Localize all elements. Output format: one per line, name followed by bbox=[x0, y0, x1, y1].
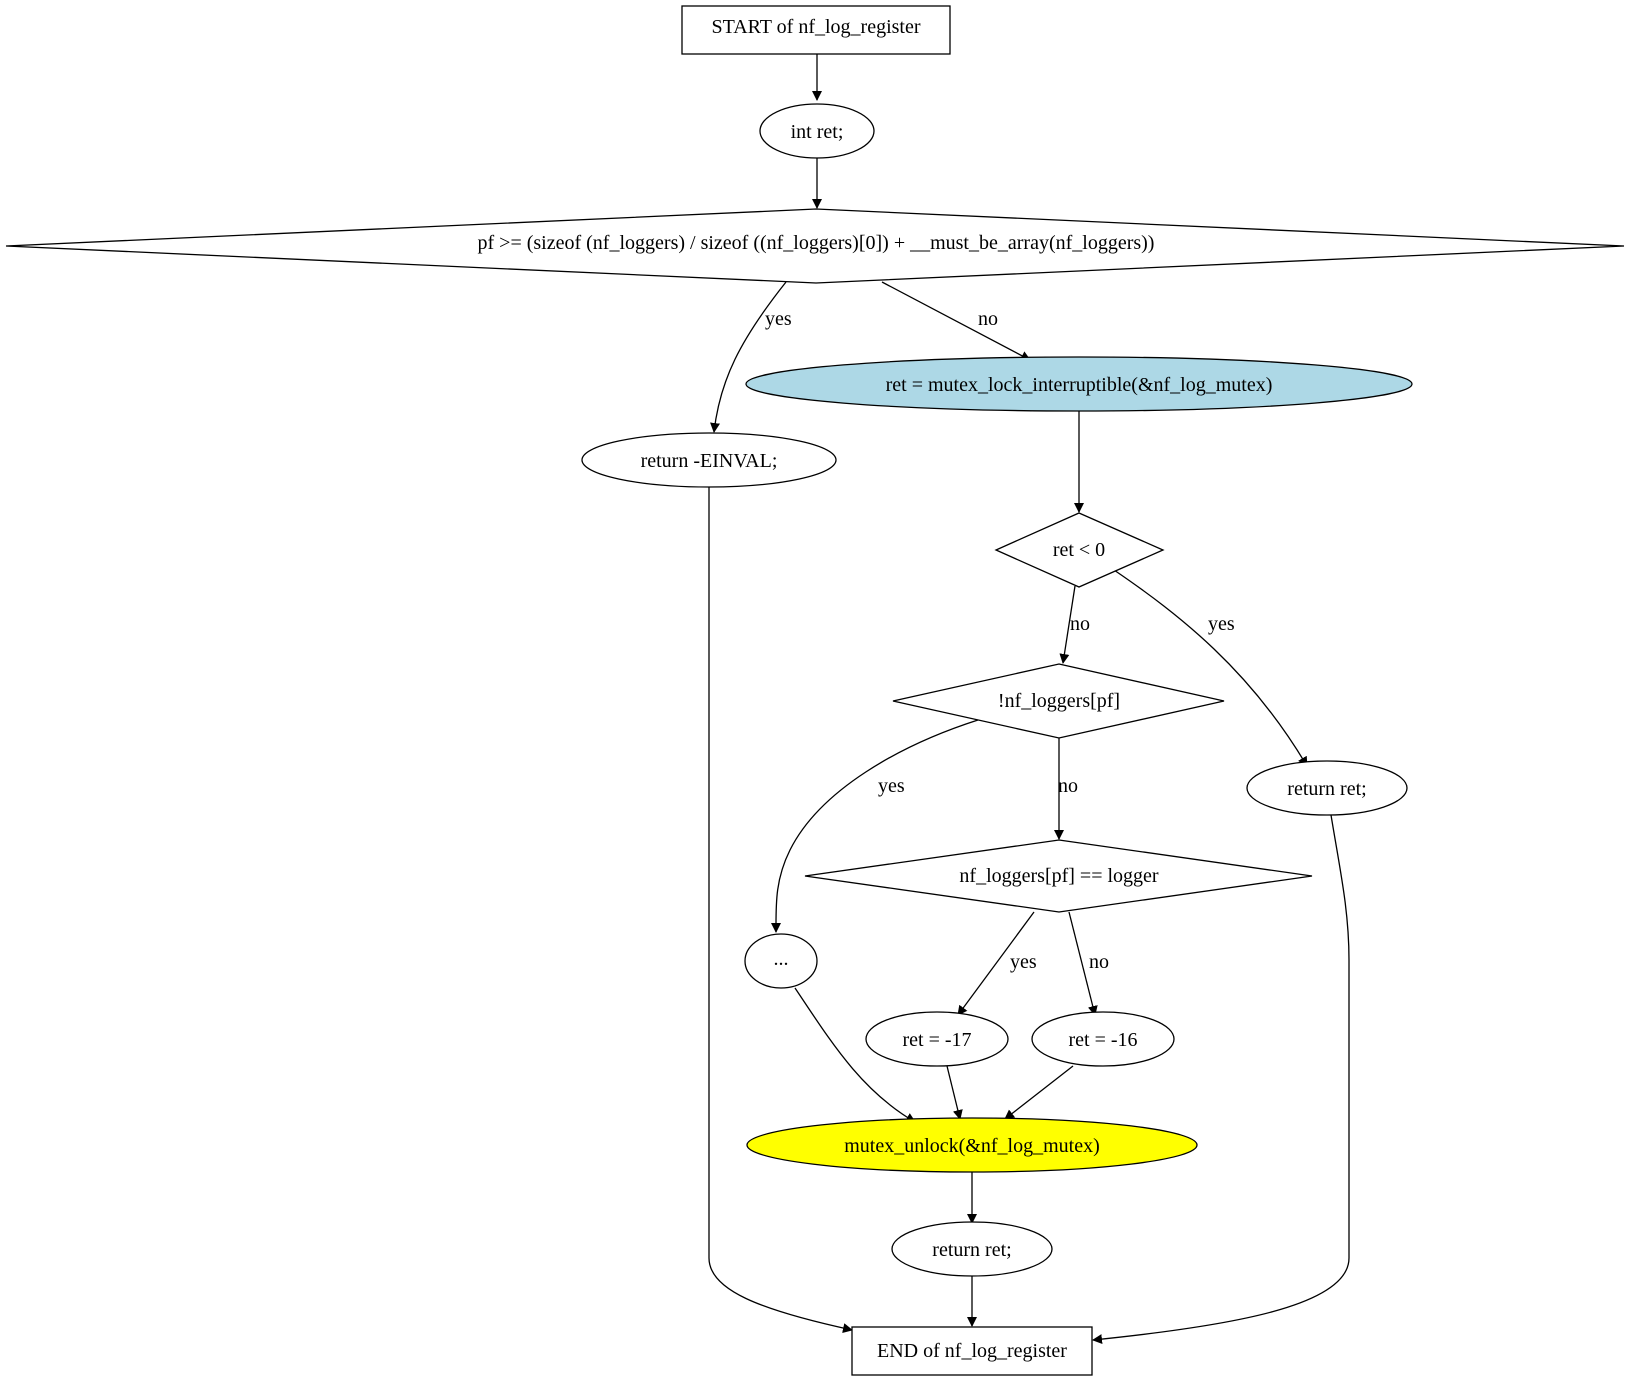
edge-ret17-to-unlock bbox=[946, 1065, 963, 1120]
edge-label-pf-yes: yes bbox=[765, 308, 792, 330]
node-cond-eq-logger: nf_loggers[pf] == logger bbox=[804, 839, 1313, 913]
edge-label-notlogger-no: no bbox=[1058, 775, 1078, 797]
node-return-ret-final-label: return ret; bbox=[932, 1239, 1011, 1261]
edge-label-eq-yes: yes bbox=[1010, 951, 1037, 973]
edge-pf-yes bbox=[710, 281, 787, 433]
node-ret-16: ret = -16 bbox=[1031, 1011, 1175, 1067]
node-mutex-lock: ret = mutex_lock_interruptible(&nf_log_m… bbox=[745, 356, 1413, 412]
node-return-ret-early-label: return ret; bbox=[1287, 778, 1366, 800]
node-ret-16-label: ret = -16 bbox=[1068, 1029, 1137, 1051]
node-start-label: START of nf_log_register bbox=[711, 16, 920, 38]
node-cond-eq-logger-label: nf_loggers[pf] == logger bbox=[959, 865, 1159, 887]
node-ellipsis: ... bbox=[744, 933, 818, 989]
node-decl-label: int ret; bbox=[791, 121, 844, 143]
node-ret-17: ret = -17 bbox=[865, 1011, 1009, 1067]
node-decl: int ret; bbox=[759, 103, 875, 159]
node-ret-einval-label: return -EINVAL; bbox=[641, 450, 778, 472]
edge-ret-yes bbox=[1113, 569, 1308, 767]
edge-pf-no bbox=[881, 281, 1031, 361]
node-mutex-lock-label: ret = mutex_lock_interruptible(&nf_log_m… bbox=[886, 374, 1273, 396]
node-return-ret-final: return ret; bbox=[891, 1221, 1053, 1277]
node-end-label: END of nf_log_register bbox=[877, 1340, 1067, 1362]
node-cond-pf: pf >= (sizeof (nf_loggers) / sizeof ((nf… bbox=[5, 208, 1625, 284]
node-cond-pf-label: pf >= (sizeof (nf_loggers) / sizeof ((nf… bbox=[478, 232, 1155, 254]
node-cond-not-logger-label: !nf_loggers[pf] bbox=[998, 690, 1120, 712]
edge-ret-no bbox=[1059, 585, 1076, 664]
edge-early-return-to-end bbox=[1092, 814, 1350, 1345]
node-cond-not-logger: !nf_loggers[pf] bbox=[892, 663, 1225, 739]
node-ellipsis-label: ... bbox=[774, 948, 789, 970]
edge-label-ret-yes: yes bbox=[1208, 613, 1235, 635]
node-cond-ret: ret < 0 bbox=[994, 512, 1165, 588]
edge-ret16-to-unlock bbox=[1004, 1065, 1074, 1120]
node-cond-ret-label: ret < 0 bbox=[1053, 539, 1105, 561]
node-end: END of nf_log_register bbox=[851, 1326, 1093, 1376]
edge-label-eq-no: no bbox=[1089, 951, 1109, 973]
edge-label-pf-no: no bbox=[978, 308, 998, 330]
node-ret-17-label: ret = -17 bbox=[902, 1029, 971, 1051]
edge-einval-to-end bbox=[708, 487, 853, 1333]
edge-label-notlogger-yes: yes bbox=[878, 775, 905, 797]
node-ret-einval: return -EINVAL; bbox=[581, 432, 837, 488]
node-mutex-unlock: mutex_unlock(&nf_log_mutex) bbox=[746, 1117, 1198, 1173]
node-return-ret-early: return ret; bbox=[1246, 760, 1408, 816]
edge-eq-no bbox=[1068, 911, 1098, 1016]
edge-notlogger-yes bbox=[770, 719, 979, 933]
edge-ellipsis-to-unlock bbox=[794, 987, 916, 1123]
node-start: START of nf_log_register bbox=[681, 5, 951, 55]
edges: yes no no yes yes no yes no bbox=[708, 54, 1350, 1345]
edge-eq-yes bbox=[957, 911, 1035, 1016]
node-mutex-unlock-label: mutex_unlock(&nf_log_mutex) bbox=[844, 1135, 1100, 1157]
edge-label-ret-no: no bbox=[1070, 613, 1090, 635]
